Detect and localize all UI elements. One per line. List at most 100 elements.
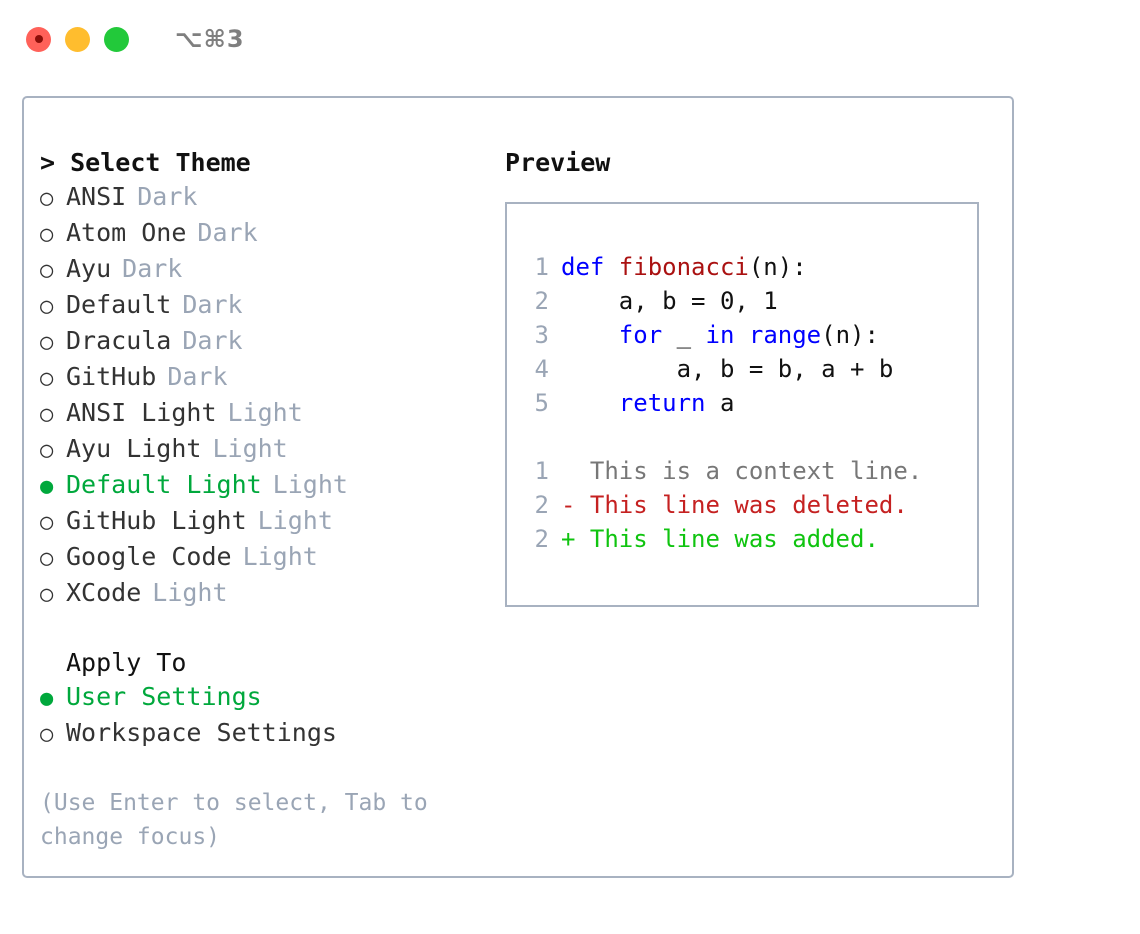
code-diff-spacer <box>523 420 977 454</box>
theme-item-label: GitHub Light <box>66 506 247 535</box>
radio-unselected-icon: ○ <box>40 510 54 535</box>
theme-item-label: Dracula <box>66 326 172 355</box>
title-bar: ⌥⌘3 <box>0 0 1140 78</box>
theme-item-ansi[interactable]: ○ ANSI Dark <box>40 180 494 216</box>
theme-item-google-code[interactable]: ○ Google Code Light <box>40 540 494 576</box>
radio-unselected-icon: ○ <box>40 546 54 571</box>
code-line-number: 2 <box>534 287 549 315</box>
radio-unselected-icon: ○ <box>40 582 54 607</box>
theme-item-label: Default Light <box>66 470 262 499</box>
zoom-button-icon[interactable] <box>104 26 129 52</box>
radio-unselected-icon: ○ <box>40 366 54 391</box>
diff-marker-ctx <box>561 457 590 485</box>
code-token-kw: for <box>618 321 663 349</box>
apply-to-item-user-settings[interactable]: ● User Settings <box>40 680 494 716</box>
theme-item-github[interactable]: ○ GitHub Dark <box>40 360 494 396</box>
theme-item-label: Atom One <box>66 218 187 247</box>
code-token-plain: _ <box>662 321 706 349</box>
code-line-number: 3 <box>534 321 549 349</box>
caret-icon: > <box>40 148 71 177</box>
preview-heading: Preview <box>505 148 611 177</box>
code-line-text: def fibonacci(n): <box>561 250 807 284</box>
minimize-button-icon[interactable] <box>65 26 90 52</box>
theme-item-label: Google Code <box>66 542 232 571</box>
theme-item-variant-tag: Light <box>152 578 228 607</box>
code-token-plain <box>561 389 619 417</box>
radio-unselected-icon: ○ <box>40 330 54 355</box>
code-line-text: for _ in range(n): <box>561 318 879 352</box>
theme-item-atom-one[interactable]: ○ Atom One Dark <box>40 216 494 252</box>
theme-item-variant-tag: Dark <box>167 362 228 391</box>
diff-line-number: 2 <box>534 491 549 519</box>
theme-item-ayu[interactable]: ○ Ayu Dark <box>40 252 494 288</box>
diff-text: This is a context line. <box>589 457 923 485</box>
diff-marker-del: - <box>561 491 590 519</box>
radio-selected-icon: ● <box>40 686 54 711</box>
theme-item-label: ANSI <box>66 182 127 211</box>
code-line-text: a, b = 0, 1 <box>561 284 778 318</box>
diff-line-number: 2 <box>534 525 549 553</box>
radio-unselected-icon: ○ <box>40 186 54 211</box>
theme-item-github-light[interactable]: ○ GitHub Light Light <box>40 504 494 540</box>
theme-item-variant-tag: Dark <box>197 218 258 247</box>
diff-line-add: 2 + This line was added. <box>523 522 977 556</box>
theme-item-variant-tag: Light <box>272 470 348 499</box>
code-token-plain: a, b = b, a + b <box>561 355 894 383</box>
apply-to-item-workspace-settings[interactable]: ○ Workspace Settings <box>40 716 494 752</box>
apply-to-heading: Apply To <box>66 648 187 677</box>
apply-to-list: ● User Settings ○ Workspace Settings <box>40 680 494 752</box>
theme-item-label: Ayu Light <box>66 434 202 463</box>
code-line-number: 1 <box>534 253 549 281</box>
keyboard-shortcut-label: ⌥⌘3 <box>175 25 245 53</box>
code-token-plain: (n): <box>821 321 879 349</box>
code-token-kw: def <box>561 253 619 281</box>
diff-line-text: + This line was added. <box>561 522 879 556</box>
code-token-plain: a, b = 0, 1 <box>561 287 778 315</box>
select-theme-heading-label: Select Theme <box>70 148 251 177</box>
radio-unselected-icon: ○ <box>40 222 54 247</box>
radio-selected-icon: ● <box>40 474 54 499</box>
theme-item-label: GitHub <box>66 362 157 391</box>
code-line-number: 5 <box>534 389 549 417</box>
code-token-plain <box>561 321 619 349</box>
diff-line-text: - This line was deleted. <box>561 488 908 522</box>
diff-text: This line was added. <box>589 525 879 553</box>
code-token-kw: range <box>748 321 822 349</box>
theme-item-variant-tag: Dark <box>182 326 243 355</box>
theme-item-variant-tag: Dark <box>182 290 243 319</box>
code-line: 2 a, b = 0, 1 <box>523 284 977 318</box>
diff-text: This line was deleted. <box>589 491 908 519</box>
diff-line-ctx: 1 This is a context line. <box>523 454 977 488</box>
theme-item-variant-tag: Dark <box>137 182 198 211</box>
code-token-kw: in <box>705 321 735 349</box>
apply-to-item-label: User Settings <box>66 682 262 711</box>
theme-item-label: Ayu <box>66 254 112 283</box>
theme-item-dracula[interactable]: ○ Dracula Dark <box>40 324 494 360</box>
select-theme-heading: > Select Theme <box>40 146 494 180</box>
code-line-text: a, b = b, a + b <box>561 352 894 386</box>
radio-unselected-icon: ○ <box>40 722 54 747</box>
theme-item-variant-tag: Dark <box>122 254 183 283</box>
theme-item-default-light[interactable]: ● Default Light Light <box>40 468 494 504</box>
list-spacer <box>40 612 494 646</box>
code-token-kw: return <box>618 389 706 417</box>
theme-item-label: Default <box>66 290 172 319</box>
theme-item-variant-tag: Light <box>257 506 333 535</box>
theme-item-label: ANSI Light <box>66 398 217 427</box>
close-button-icon[interactable] <box>26 26 51 52</box>
theme-item-variant-tag: Light <box>227 398 303 427</box>
radio-unselected-icon: ○ <box>40 258 54 283</box>
apply-to-item-label: Workspace Settings <box>66 718 337 747</box>
code-line-number: 4 <box>534 355 549 383</box>
theme-item-variant-tag: Light <box>242 542 318 571</box>
